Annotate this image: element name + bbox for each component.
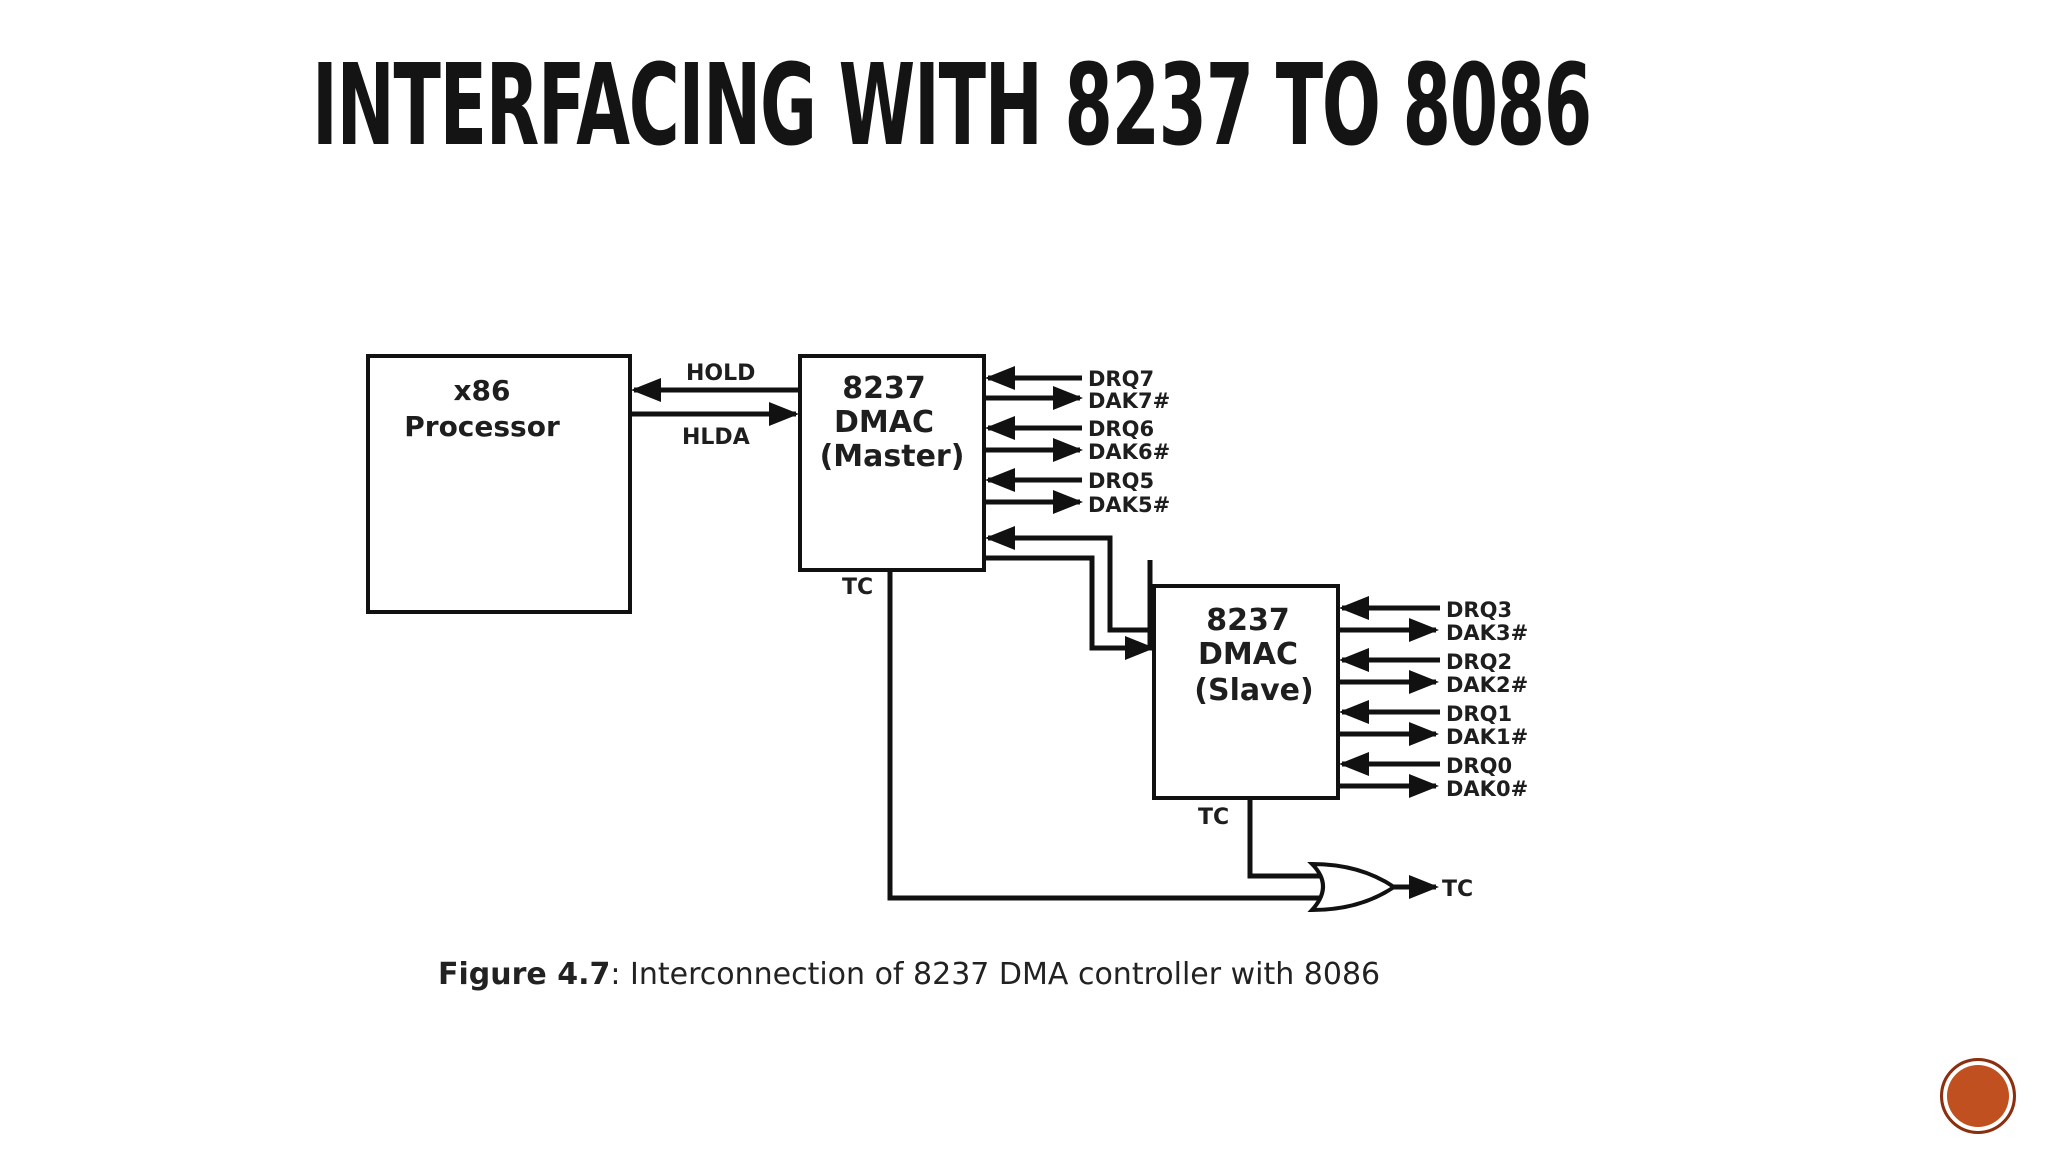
hlda-label: HLDA bbox=[682, 425, 750, 450]
caption-label: Figure 4.7 bbox=[438, 957, 610, 992]
slave-label-line2: DMAC bbox=[1198, 637, 1298, 672]
processor-label-line2: Processor bbox=[404, 410, 560, 443]
caption-text: : Interconnection of 8237 DMA controller… bbox=[610, 957, 1380, 992]
processor-label-line1: x86 bbox=[453, 374, 510, 407]
hold-hlda-bus: HOLD HLDA bbox=[630, 361, 799, 450]
cascade-connection bbox=[985, 526, 1155, 660]
slave-signal-labels: DRQ3 DAK3# DRQ2 DAK2# DRQ1 DAK1# DRQ0 DA… bbox=[1446, 598, 1528, 801]
slave-label-line3: (Slave) bbox=[1194, 673, 1313, 708]
master-signal-labels: DRQ7 DAK7# DRQ6 DAK6# DRQ5 DAK5# bbox=[1088, 367, 1170, 517]
slave-signal-label: DAK1# bbox=[1446, 725, 1528, 749]
output-tc-label: TC bbox=[1442, 877, 1473, 902]
tc-lines bbox=[887, 572, 1320, 901]
master-signal-label: DRQ7 bbox=[1088, 367, 1154, 391]
slide-title: INTERFACING WITH 8237 TO 8086 bbox=[312, 41, 1592, 171]
slave-signal-label: DRQ1 bbox=[1446, 702, 1512, 726]
slide-nav-button[interactable] bbox=[1940, 1058, 2016, 1134]
slave-signal-label: DAK0# bbox=[1446, 777, 1528, 801]
master-label-line1: 8237 bbox=[842, 371, 926, 406]
master-signal-lines bbox=[984, 366, 1083, 514]
master-label-line3: (Master) bbox=[820, 439, 965, 474]
slave-signal-label: DRQ3 bbox=[1446, 598, 1512, 622]
or-gate bbox=[1307, 861, 1398, 913]
slave-label-line1: 8237 bbox=[1206, 603, 1290, 638]
hold-label: HOLD bbox=[686, 361, 755, 386]
master-dmac-box bbox=[798, 354, 986, 572]
slave-tc-label: TC bbox=[1198, 805, 1229, 830]
slave-signal-label: DRQ0 bbox=[1446, 754, 1512, 778]
master-signal-label: DAK6# bbox=[1088, 440, 1170, 464]
master-signal-label: DRQ6 bbox=[1088, 417, 1154, 441]
slave-signal-lines bbox=[1338, 596, 1440, 798]
figure-caption: Figure 4.7: Interconnection of 8237 DMA … bbox=[438, 957, 1380, 992]
master-signal-label: DRQ5 bbox=[1088, 469, 1154, 493]
master-signal-label: DAK5# bbox=[1088, 493, 1170, 517]
master-label-line2: DMAC bbox=[834, 405, 934, 440]
slave-signal-label: DAK2# bbox=[1446, 673, 1528, 697]
slave-dmac-box bbox=[1152, 584, 1340, 800]
slave-signal-label: DAK3# bbox=[1446, 621, 1528, 645]
slave-signal-label: DRQ2 bbox=[1446, 650, 1512, 674]
processor-box bbox=[366, 354, 632, 614]
master-signal-label: DAK7# bbox=[1088, 389, 1170, 413]
master-tc-label: TC bbox=[842, 575, 873, 600]
